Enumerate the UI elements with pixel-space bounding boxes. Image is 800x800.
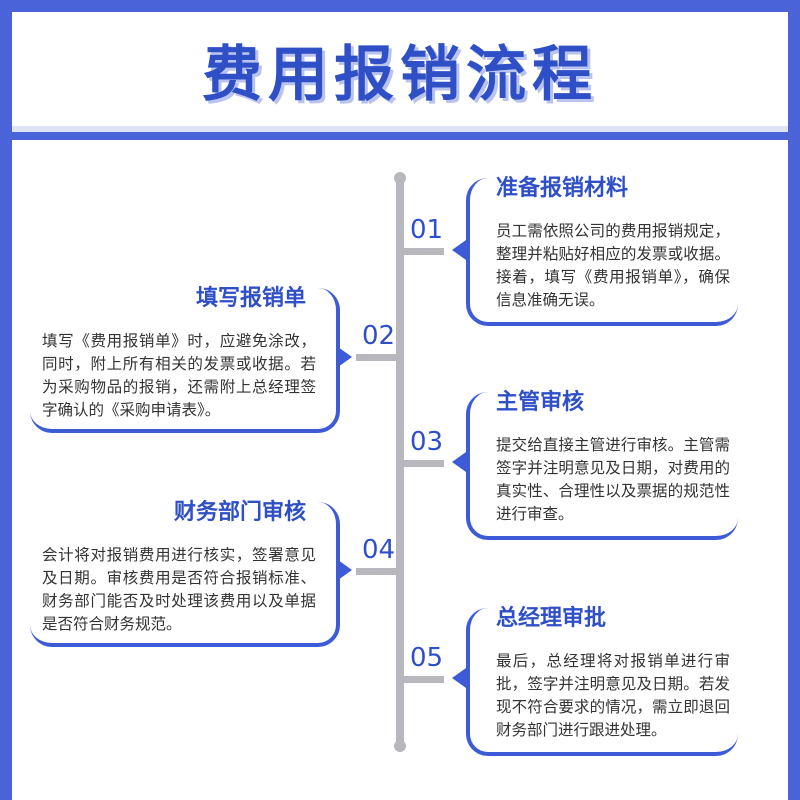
step-1-number: 01	[410, 215, 444, 245]
step-3-number: 03	[410, 427, 444, 457]
step-3-title: 主管审核	[496, 390, 585, 415]
step-3-pointer-icon	[452, 452, 466, 472]
step-5-body: 最后，总经理将对报销单进行审批，签字并注明意见及日期。若发现不符合要求的情况，需…	[496, 652, 730, 739]
timeline-top-dot	[394, 172, 406, 184]
step-3-connector	[404, 460, 444, 467]
step-1-title: 准备报销材料	[496, 176, 629, 201]
step-2-body: 填写《费用报销单》时，应避免涂改，同时，附上所有相关的发票或收据。若为采购物品的…	[42, 332, 316, 419]
step-2-number: 02	[362, 321, 396, 351]
header: 费用报销流程	[12, 12, 788, 132]
step-1-card: 准备报销材料 员工需依照公司的费用报销规定，整理并粘贴好相应的发票或收据。接着，…	[466, 176, 738, 326]
step-1-pointer-icon	[452, 240, 466, 260]
step-5-card: 总经理审批 最后，总经理将对报销单进行审批，签字并注明意见及日期。若发现不符合要…	[466, 606, 738, 756]
step-4-pointer-icon	[338, 560, 352, 580]
step-1-connector	[404, 248, 444, 255]
step-2-pointer-icon	[338, 347, 352, 367]
step-2-title: 填写报销单	[195, 286, 306, 311]
step-5-connector	[404, 676, 444, 683]
timeline-bottom-dot	[394, 740, 406, 752]
step-4-body: 会计将对报销费用进行核实，签署意见及日期。审核费用是否符合报销标准、财务部门能否…	[42, 546, 316, 633]
step-5-number: 05	[410, 643, 444, 673]
step-4-title: 财务部门审核	[173, 500, 306, 525]
timeline-line	[396, 176, 404, 748]
step-5-pointer-icon	[452, 668, 466, 688]
page-title: 费用报销流程	[202, 39, 598, 110]
step-3-card: 主管审核 提交给直接主管进行审核。主管需签字并注明意见及日期，对费用的真实性、合…	[466, 390, 738, 540]
step-1-body: 员工需依照公司的费用报销规定，整理并粘贴好相应的发票或收据。接着，填写《费用报销…	[496, 222, 730, 309]
step-4-number: 04	[362, 535, 396, 565]
step-2-card: 填写报销单 填写《费用报销单》时，应避免涂改，同时，附上所有相关的发票或收据。若…	[30, 286, 340, 433]
step-3-body: 提交给直接主管进行审核。主管需签字并注明意见及日期，对费用的真实性、合理性以及票…	[496, 436, 730, 523]
step-4-card: 财务部门审核 会计将对报销费用进行核实，签署意见及日期。审核费用是否符合报销标准…	[30, 500, 340, 647]
step-2-connector	[356, 354, 396, 361]
step-4-connector	[356, 568, 396, 575]
step-5-title: 总经理审批	[496, 606, 607, 631]
